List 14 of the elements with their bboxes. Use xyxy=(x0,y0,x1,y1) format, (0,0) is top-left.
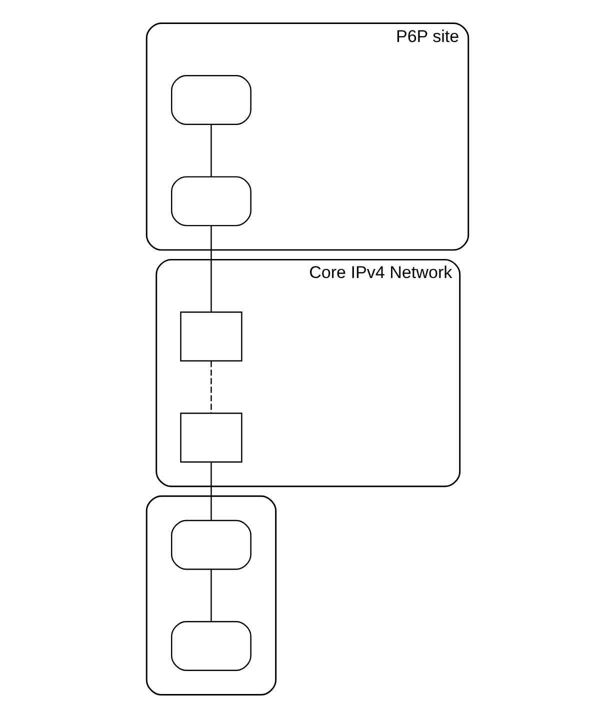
connector xyxy=(210,462,212,520)
cluster: P6P site xyxy=(146,22,470,251)
cluster: Core IPv4 Network xyxy=(156,258,461,488)
node-box xyxy=(171,520,252,570)
cluster xyxy=(146,495,277,696)
connector xyxy=(210,569,212,622)
connector xyxy=(210,124,212,177)
node-box xyxy=(180,412,242,463)
connector xyxy=(210,361,212,414)
node-box xyxy=(180,311,242,362)
node-box xyxy=(171,176,252,226)
connector xyxy=(210,226,212,312)
node-box xyxy=(171,621,252,671)
node-box xyxy=(171,75,252,125)
